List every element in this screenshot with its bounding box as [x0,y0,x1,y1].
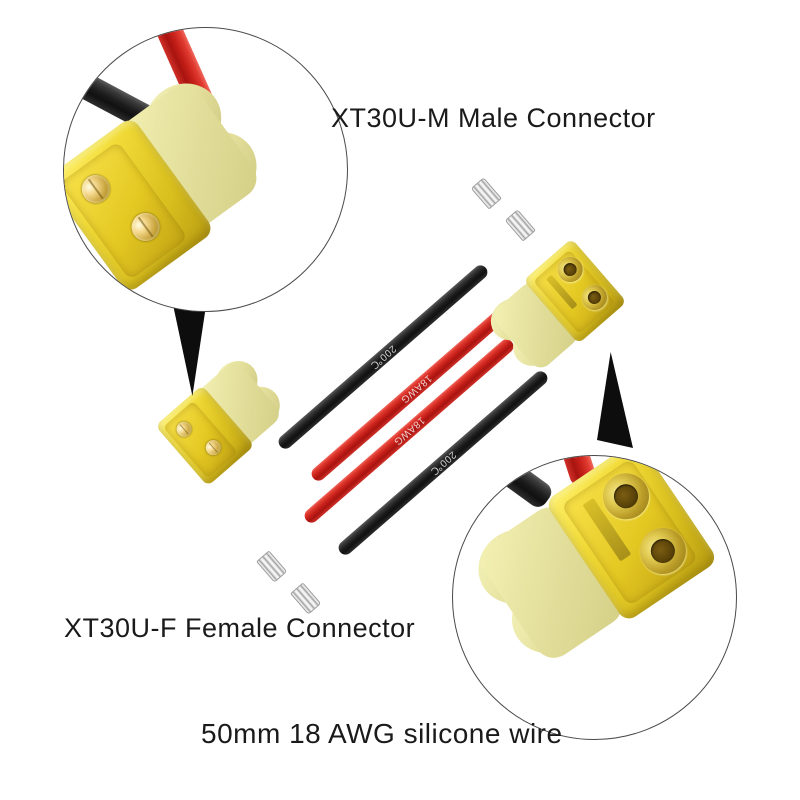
male-black-wire-tip [470,177,502,210]
male-connector [145,341,328,524]
female-socket-2-bore [585,288,604,307]
inset-female-connector-body [453,456,736,739]
female-red-wire-tip [256,550,288,583]
inset-male-connector-body [64,28,347,311]
female-connector [471,223,669,421]
inset-female-socket-2-bore [646,534,680,568]
female-socket-1-bore [560,260,580,279]
male-red-wire-tip [504,209,536,242]
inset-female-socket-1-bore [609,479,643,513]
male-connector-closeup-inset [63,27,348,312]
female-connector-closeup-inset [452,455,737,740]
female-black-wire-tip [290,582,322,615]
male-connector-label: XT30U-M Male Connector [331,103,656,133]
product-caption: 50mm 18 AWG silicone wire [201,718,563,749]
female-connector-label: XT30U-F Female Connector [64,613,416,643]
